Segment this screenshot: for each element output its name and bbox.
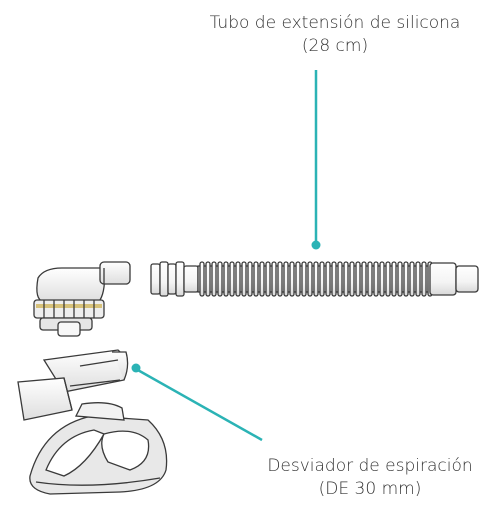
tube-rib	[421, 261, 427, 297]
silicone-extension-tube	[150, 261, 479, 297]
tube-callout-label: Tubo de extensión de silicona (28 cm)	[185, 12, 485, 58]
tube-rib	[331, 261, 337, 297]
tube-rib	[307, 261, 313, 297]
diverter-callout-line1: Desviador de espiración	[267, 456, 473, 476]
tube-rib	[337, 261, 343, 297]
tube-rib	[313, 261, 319, 297]
tube-rib	[253, 261, 259, 297]
tube-rib	[289, 261, 295, 297]
elbow-connector	[33, 261, 131, 337]
tube-rib	[301, 261, 307, 297]
callout-leaders	[131, 70, 321, 442]
tube-rib	[217, 261, 223, 297]
diverter-callout-label: Desviador de espiración (DE 30 mm)	[250, 455, 490, 501]
tube-rib	[349, 261, 355, 297]
tube-rib	[409, 261, 415, 297]
expiration-diverter	[17, 349, 129, 421]
tube-leader-dot	[311, 240, 321, 250]
tube-rib	[247, 261, 253, 297]
mask-cushion	[29, 402, 168, 495]
tube-rib	[355, 261, 361, 297]
tube-rib	[205, 261, 211, 297]
tube-rib	[325, 261, 331, 297]
tube-rib	[373, 261, 379, 297]
tube-rib	[343, 261, 349, 297]
tube-rib	[385, 261, 391, 297]
diverter-callout-line2: (DE 30 mm)	[318, 479, 422, 499]
tube-rib	[415, 261, 421, 297]
tube-rib	[367, 261, 373, 297]
tube-rib	[403, 261, 409, 297]
tube-rib	[235, 261, 241, 297]
diverter-leader-dot	[131, 363, 141, 373]
tube-rib	[259, 261, 265, 297]
tube-callout-line1: Tubo de extensión de silicona	[209, 13, 461, 33]
tube-rib	[271, 261, 277, 297]
tube-rib	[223, 261, 229, 297]
tube-rib	[265, 261, 271, 297]
diverter-leader-line	[135, 367, 263, 442]
tube-rib	[295, 261, 301, 297]
tube-rib	[283, 261, 289, 297]
tube-rib	[361, 261, 367, 297]
tube-rib	[391, 261, 397, 297]
tube-rib	[211, 261, 217, 297]
tube-rib	[277, 261, 283, 297]
tube-rib	[379, 261, 385, 297]
tube-rib	[397, 261, 403, 297]
tube-callout-line2: (28 cm)	[301, 36, 369, 56]
tube-rib	[241, 261, 247, 297]
tube-rib	[319, 261, 325, 297]
tube-rib	[229, 261, 235, 297]
tube-rib	[199, 261, 205, 297]
